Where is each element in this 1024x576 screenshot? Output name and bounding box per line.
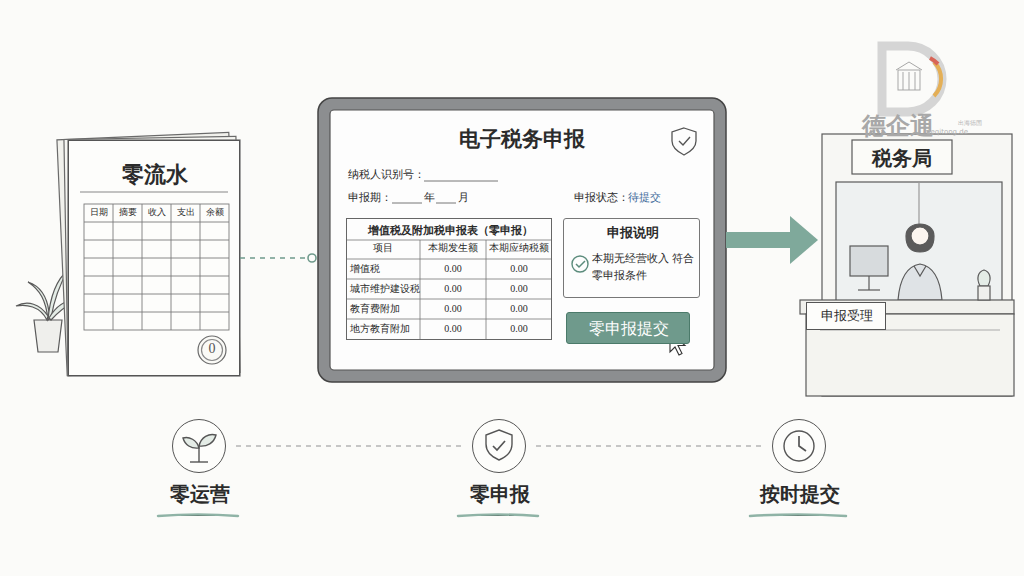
watermark: 出海德国 (958, 119, 982, 126)
submit-button: 零申报提交 (566, 312, 690, 344)
counter-sign: 申报受理 (806, 302, 886, 330)
field-label: 年 (424, 191, 435, 204)
node-title: 申报受理 (807, 308, 887, 324)
column-header: 摘要 (113, 207, 142, 218)
icon-circle: 零申报 (472, 419, 526, 473)
underline-strokes (158, 515, 846, 517)
icon-circle: 零运营 (172, 419, 226, 473)
table-cell: 0.00 (420, 323, 486, 335)
table-cell: 0.00 (420, 303, 486, 315)
table-cell: 0.00 (486, 263, 552, 275)
node-title: 增值税及附加税申报表（零申报） (347, 224, 553, 238)
bottom-icons (172, 419, 826, 473)
tablet-screen: 电子税务申报增值税及附加税申报表（零申报） 申报说明本期无经营收入 符合零申报条件… (318, 98, 726, 382)
node-title: 按时提交 (730, 482, 870, 507)
node-title: 零申报提交 (567, 319, 691, 339)
node-title: 零申报 (430, 482, 570, 507)
field-label: 月 (458, 191, 469, 204)
tablet (318, 98, 726, 382)
field-label: 申报状态： (574, 191, 629, 204)
table-cell: 教育费附加 (350, 303, 400, 315)
field-label: 纳税人识别号： (348, 168, 425, 181)
table-cell: 地方教育附加 (350, 323, 410, 335)
table-cell: 0.00 (486, 303, 552, 315)
status-value: 待提交 (628, 191, 661, 204)
node-title: 零流水 (69, 161, 241, 189)
node-body: 本期无经营收入 符合零申报条件 (592, 251, 694, 285)
icon-circle: 按时提交 (772, 419, 826, 473)
stamp-number: 0 (200, 341, 224, 358)
table-cell: 增值税 (350, 263, 380, 275)
ledger-stack (57, 132, 240, 376)
node-title: 申报说明 (564, 225, 701, 241)
table-cell: 城市维护建设税 (350, 283, 420, 295)
watermark: 德企通 (862, 112, 934, 141)
column-header: 支出 (171, 207, 200, 218)
note-box: 申报说明本期无经营收入 符合零申报条件 (563, 218, 700, 298)
table-cell: 0.00 (486, 283, 552, 295)
column-header: 余额 (200, 207, 229, 218)
field-label: 申报期： (348, 191, 392, 204)
connector (236, 446, 462, 447)
column-header: 日期 (84, 207, 113, 218)
connector (726, 216, 818, 264)
ledger-card: 零流水 (68, 140, 240, 376)
tax-form-table: 增值税及附加税申报表（零申报） (346, 218, 552, 340)
table-cell: 0.00 (420, 283, 486, 295)
table-header: 项目 (346, 243, 420, 254)
table-header: 本期应纳税额 (486, 243, 552, 254)
connector (240, 254, 318, 262)
table-cell: 0.00 (420, 263, 486, 275)
tax-office: 税务局申报受理 (822, 134, 1014, 396)
column-header: 收入 (142, 207, 171, 218)
tax-office-building (800, 134, 1014, 396)
watermark: deqitong.de (926, 128, 968, 136)
node-title: 税务局 (852, 146, 952, 171)
table-header: 本期发生额 (420, 243, 486, 254)
table-cell: 0.00 (486, 323, 552, 335)
logo-watermark (882, 46, 942, 112)
connector (536, 446, 762, 447)
node-title: 零运营 (130, 482, 270, 507)
node-title: 电子税务申报 (318, 126, 726, 152)
